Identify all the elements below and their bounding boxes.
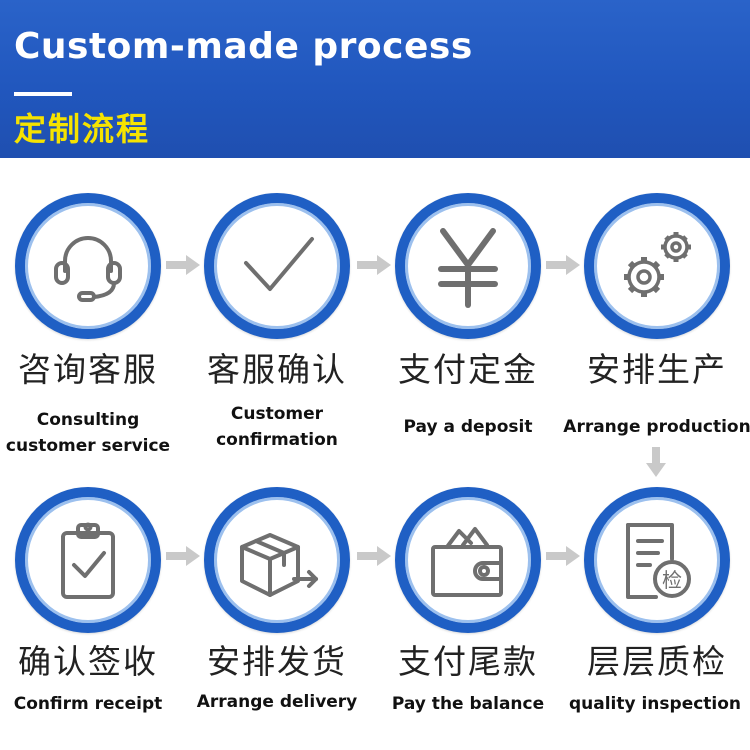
arrow-right-icon: [357, 544, 393, 568]
arrow-right-icon: [166, 253, 202, 277]
step-circle: 检: [584, 487, 730, 633]
step-label-zh: 客服确认: [207, 350, 347, 389]
clipboard-check-icon: [61, 522, 115, 599]
step-circle: [15, 487, 161, 633]
step-circle: [204, 193, 350, 339]
step-circle: [395, 487, 541, 633]
step-label-en: Pay the balance: [391, 694, 545, 714]
step-circle: [395, 193, 541, 339]
checkmark-icon: [244, 237, 314, 291]
step-label-en: Confirm receipt: [13, 694, 163, 714]
step-inspection: 检 层层质检 quality inspection: [562, 487, 750, 737]
box-delivery-icon: [240, 533, 318, 597]
page-title: Custom-made process: [14, 26, 473, 67]
step-label-en: Pay a deposit: [403, 417, 533, 437]
step-confirm-receipt: 确认签收 Confirm receipt: [0, 487, 183, 737]
step-label-zh: 咨询客服: [18, 350, 158, 389]
step-label-zh: 支付定金: [398, 350, 538, 389]
gears-icon: [624, 232, 691, 297]
step-label-zh: 支付尾款: [398, 642, 538, 681]
page-subtitle: 定制流程: [14, 110, 151, 148]
step-label-en: quality inspection: [568, 694, 742, 714]
step-label-en: Customer confirmation: [216, 404, 338, 450]
inspection-document-icon: 检: [626, 523, 691, 599]
step-label-en: Arrange delivery: [196, 692, 358, 712]
step-balance: 支付尾款 Pay the balance: [373, 487, 563, 737]
step-label-zh: 确认签收: [18, 642, 158, 681]
arrow-right-icon: [166, 544, 202, 568]
arrow-down-icon: [644, 447, 668, 477]
headset-icon: [54, 236, 122, 302]
step-circle: [204, 487, 350, 633]
step-deposit: 支付定金 Pay a deposit: [373, 193, 563, 443]
title-divider: [14, 92, 72, 96]
arrow-right-icon: [546, 544, 582, 568]
arrow-right-icon: [546, 253, 582, 277]
step-label-zh: 安排发货: [207, 642, 347, 681]
header-banner: Custom-made process 定制流程: [0, 0, 750, 158]
step-label-zh: 安排生产: [587, 350, 727, 389]
inspection-badge: 检: [662, 568, 682, 592]
step-label-en: Arrange production: [563, 417, 750, 437]
step-consulting: 咨询客服 Consulting customer service: [0, 193, 183, 456]
step-production: 安排生产 Arrange production: [562, 193, 750, 443]
step-label-zh: 层层质检: [587, 642, 727, 681]
step-delivery: 安排发货 Arrange delivery: [182, 487, 372, 737]
step-circle: [15, 193, 161, 339]
wallet-icon: [431, 527, 503, 597]
step-confirmation: 客服确认 Customer confirmation: [182, 193, 372, 450]
step-label-en: Consulting customer service: [5, 410, 171, 456]
arrow-right-icon: [357, 253, 393, 277]
step-circle: [584, 193, 730, 339]
yen-icon: [438, 228, 498, 308]
